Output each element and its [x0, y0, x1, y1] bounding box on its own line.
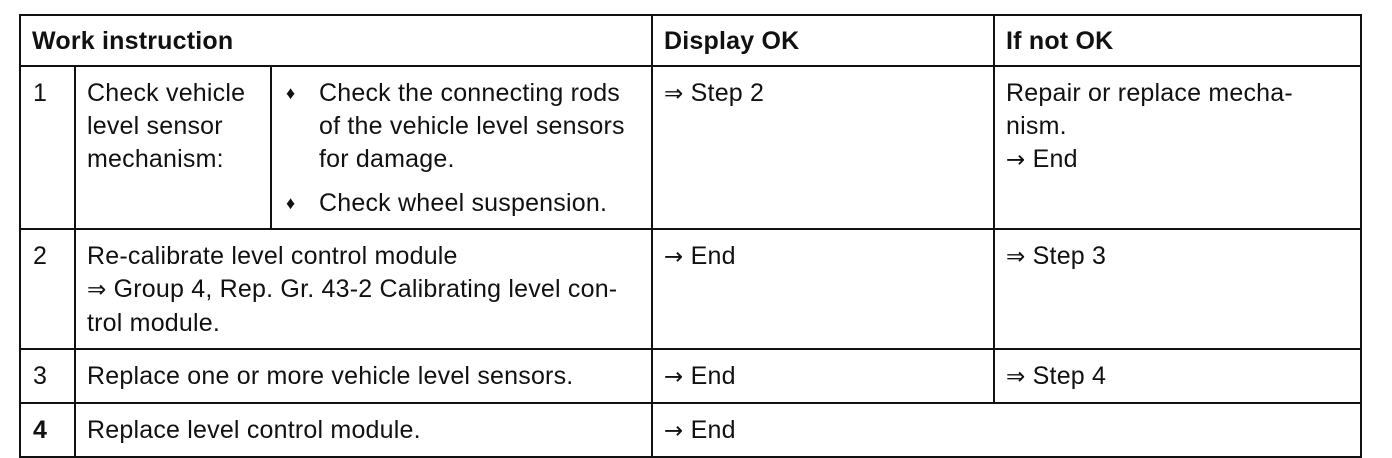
- step-1-title-line-3: mechanism:: [87, 145, 224, 173]
- step-1-if-not-ok-end: End: [1032, 145, 1078, 173]
- step-3-display-ok-text: End: [690, 362, 736, 390]
- work-instruction-table: Work instruction Display OK If not OK 1 …: [18, 14, 1363, 458]
- step-1-title-line-2: level sensor: [87, 112, 223, 140]
- step-1-bullet-list: ♦ Check the connecting rods of the vehic…: [283, 77, 640, 220]
- table-row-3: 3 Replace one or more vehicle level sens…: [19, 348, 1363, 404]
- step-1-bullet-2-line-1: Check wheel suspension.: [319, 189, 608, 217]
- step-1-bullet-1: ♦ Check the connecting rods of the vehic…: [283, 77, 640, 176]
- work-instruction-table-container: Work instruction Display OK If not OK 1 …: [18, 14, 1363, 458]
- table-row-2: 2 Re-calibrate level control module ⇒ Gr…: [19, 228, 1363, 350]
- step-1-display-ok-text: Step 2: [690, 79, 765, 107]
- table-row-1: 1 Check vehicle level sensor mechanism: …: [19, 65, 1363, 230]
- step-3-instruction: Replace one or more vehicle level sensor…: [73, 348, 654, 404]
- step-2-display-ok-text: End: [690, 242, 736, 270]
- step-1-bullet-1-line-2: of the vehicle level sensors: [319, 112, 625, 140]
- header-display-ok: Display OK: [651, 14, 996, 67]
- step-1-if-not-ok-line-1: Repair or replace mecha-: [1006, 79, 1293, 107]
- double-arrow-right-icon: ⇒: [1006, 364, 1026, 390]
- double-arrow-right-icon: ⇒: [1006, 244, 1026, 270]
- step-number-1: 1: [19, 65, 76, 230]
- arrow-right-icon: →: [664, 364, 684, 390]
- step-2-instruction: Re-calibrate level control module ⇒ Grou…: [73, 228, 654, 350]
- arrow-right-icon: →: [664, 244, 684, 270]
- step-4-display-ok-text: End: [690, 416, 736, 444]
- header-if-not-ok: If not OK: [993, 14, 1363, 67]
- header-work-instruction: Work instruction: [18, 14, 654, 67]
- step-1-title: Check vehicle level sensor mechanism:: [74, 65, 272, 230]
- diamond-bullet-icon: ♦: [286, 83, 296, 103]
- table-header-row: Work instruction Display OK If not OK: [18, 14, 1363, 67]
- step-2-if-not-ok: ⇒ Step 3: [993, 228, 1363, 350]
- step-1-bullet-1-line-3: for damage.: [319, 145, 455, 173]
- step-2-if-not-ok-text: Step 3: [1032, 242, 1107, 270]
- double-arrow-right-icon: ⇒: [87, 277, 107, 303]
- step-number-4: 4: [19, 402, 76, 458]
- step-1-bullet-2: ♦ Check wheel suspension.: [283, 187, 640, 220]
- step-1-if-not-ok: Repair or replace mecha- nism. → End: [993, 65, 1363, 230]
- step-4-display-ok: → End: [651, 402, 1363, 458]
- step-3-if-not-ok-text: Step 4: [1032, 362, 1107, 390]
- step-2-line-3: trol module.: [87, 309, 221, 337]
- step-1-if-not-ok-line-2: nism.: [1006, 112, 1067, 140]
- step-1-bullet-1-line-1: Check the connecting rods: [319, 79, 621, 107]
- double-arrow-right-icon: ⇒: [664, 81, 684, 107]
- table-row-4: 4 Replace level control module. → End: [19, 402, 1363, 458]
- step-2-display-ok: → End: [651, 228, 996, 350]
- diamond-bullet-icon: ♦: [286, 193, 296, 213]
- step-2-line-1: Re-calibrate level control module: [87, 242, 458, 270]
- step-1-display-ok: ⇒ Step 2: [651, 65, 996, 230]
- step-3-display-ok: → End: [651, 348, 996, 404]
- step-4-instruction: Replace level control module.: [73, 402, 654, 458]
- step-1-title-line-1: Check vehicle: [87, 79, 246, 107]
- step-3-if-not-ok: ⇒ Step 4: [993, 348, 1363, 404]
- arrow-right-icon: →: [664, 418, 684, 444]
- step-number-3: 3: [19, 348, 76, 404]
- step-2-line-2: Group 4, Rep. Gr. 43-2 Calibrating level…: [113, 275, 618, 303]
- step-number-2: 2: [19, 228, 76, 350]
- arrow-right-icon: →: [1006, 147, 1026, 173]
- step-1-checklist: ♦ Check the connecting rods of the vehic…: [269, 65, 654, 230]
